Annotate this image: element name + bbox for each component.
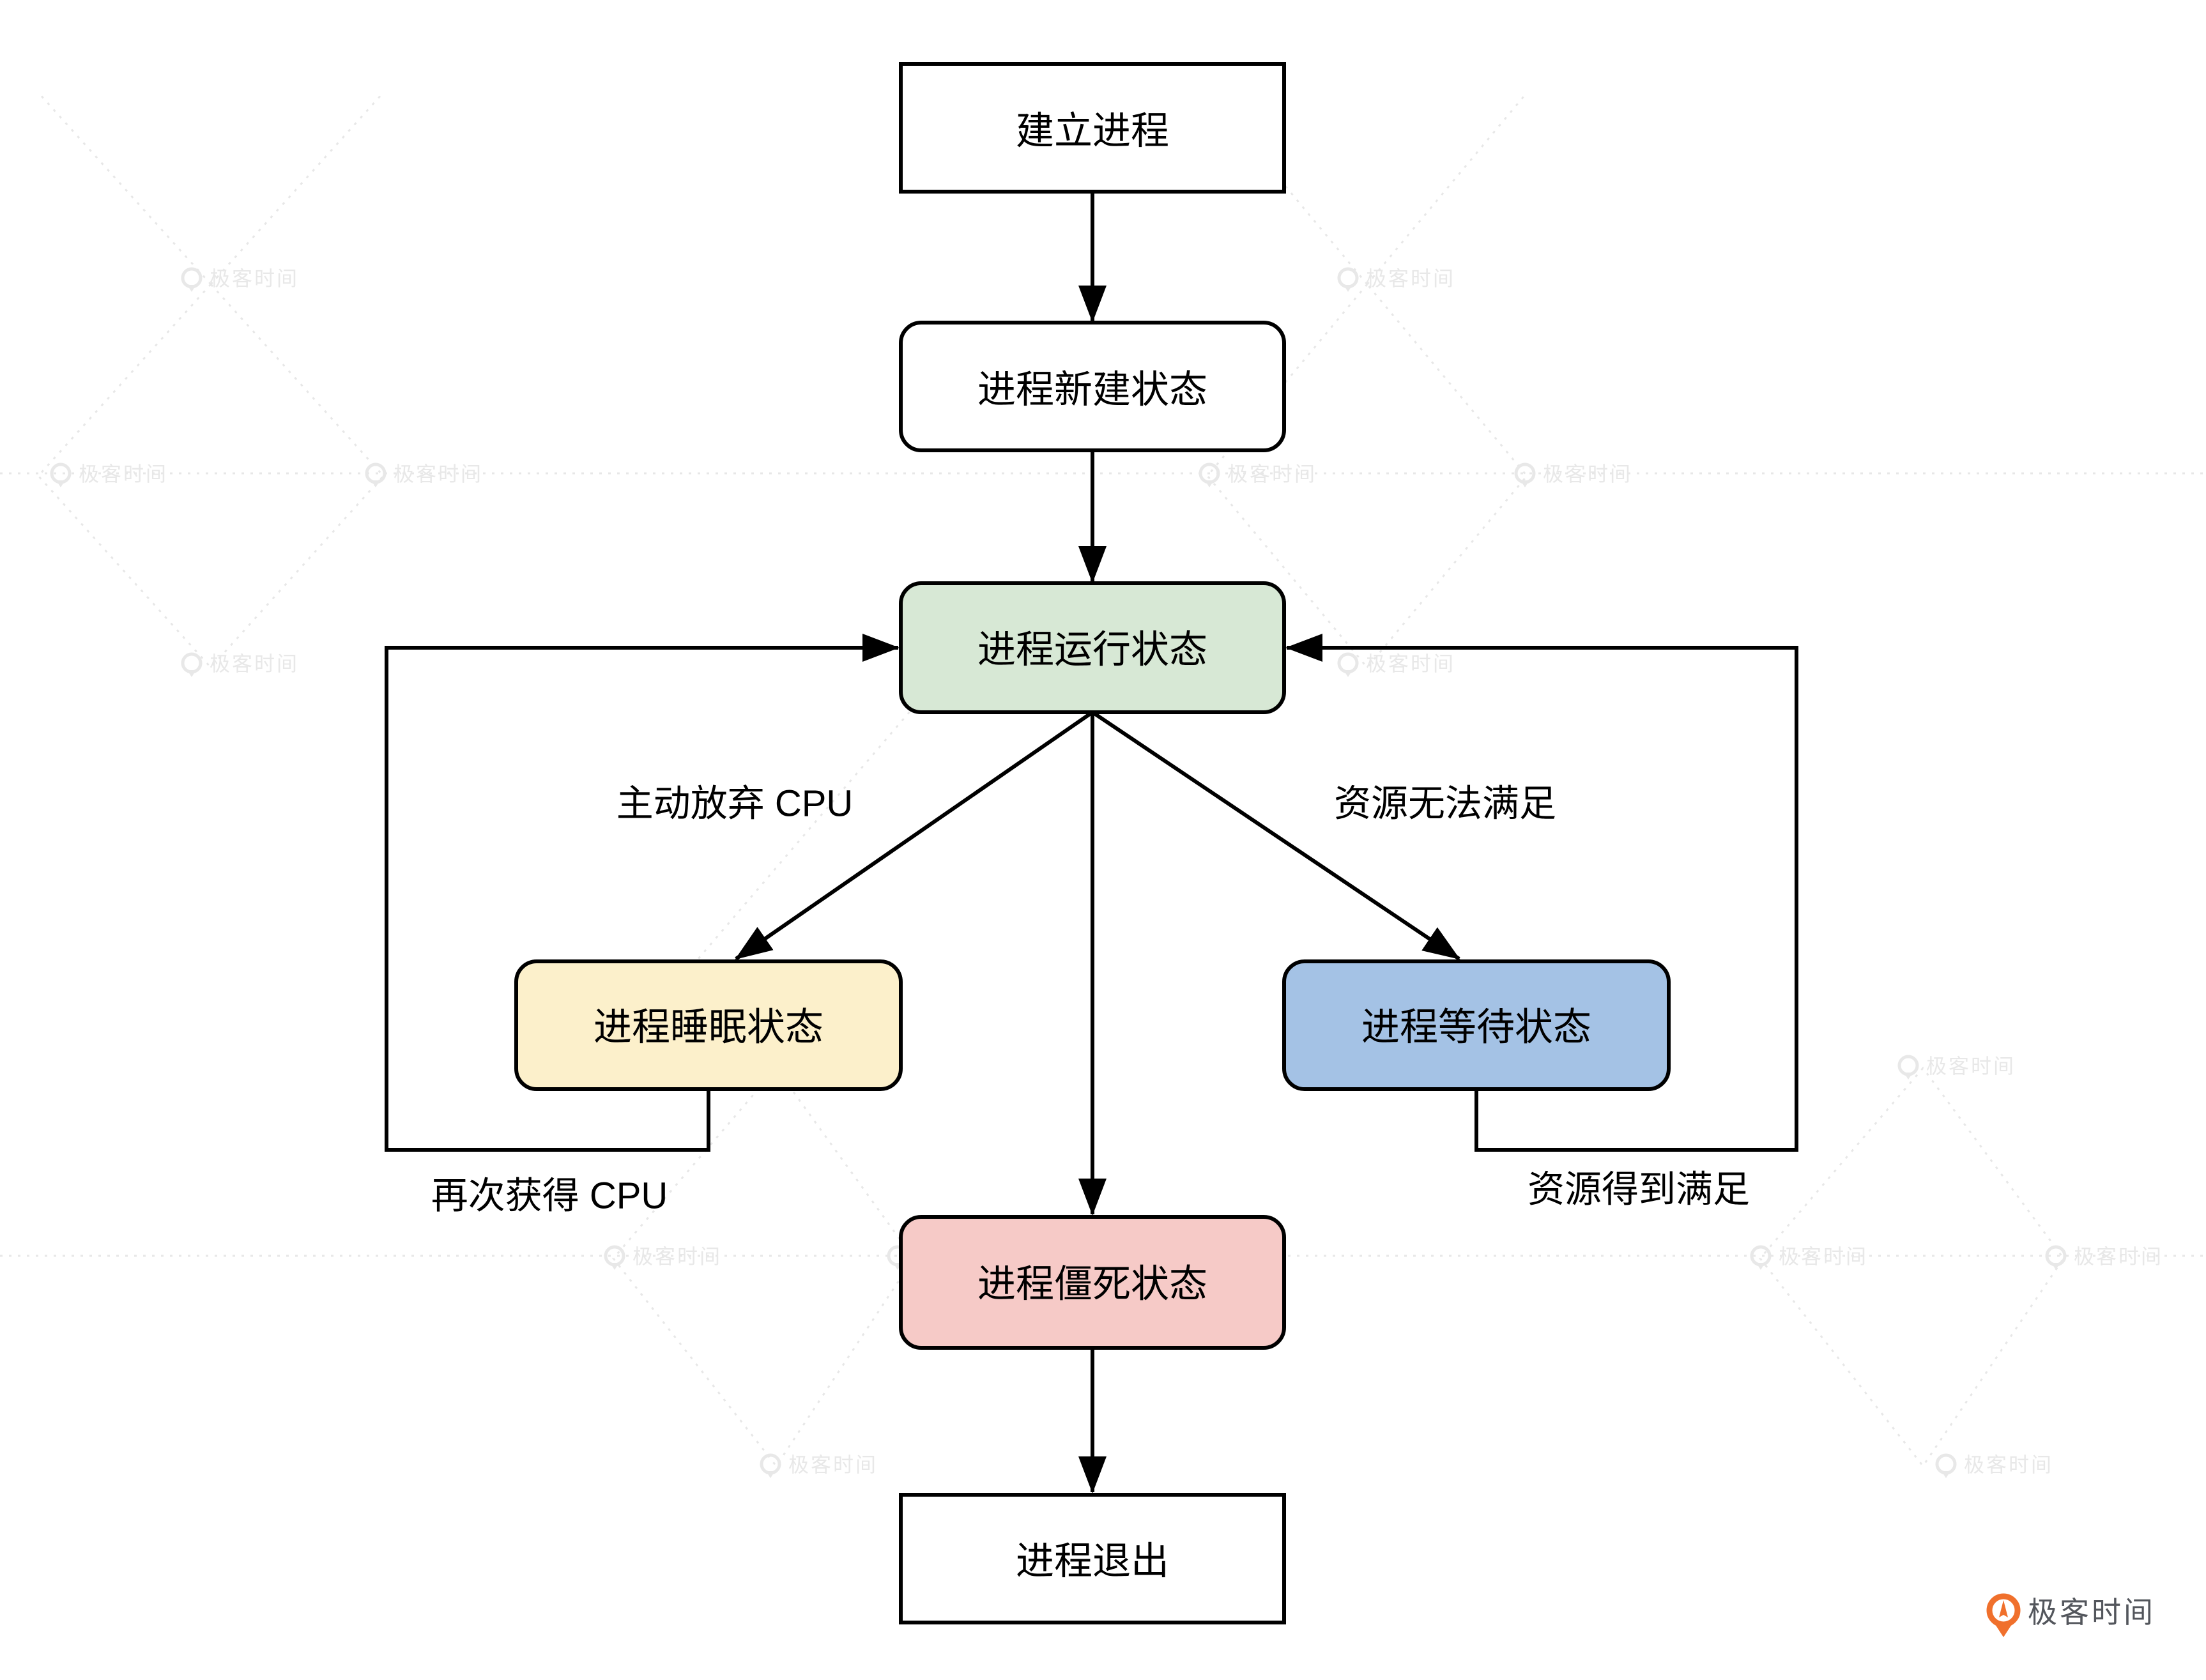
watermark-logo-tail <box>187 285 196 292</box>
geektime-logo-text: 极客时间 <box>2028 1596 2156 1629</box>
edge-label-resource-unavailable: 资源无法满足 <box>1334 783 1556 825</box>
watermark: 极客时间 <box>1337 652 1455 677</box>
geektime-logo: 极客时间 <box>1986 1593 2156 1637</box>
watermark-logo-icon <box>181 267 203 289</box>
node-process-exit: 进程退出 <box>899 1493 1286 1624</box>
watermark-logo-tail <box>2051 1263 2060 1270</box>
node-label: 建立进程 <box>1016 110 1169 153</box>
watermark-logo-tail <box>1205 480 1214 487</box>
watermark-logo-tail <box>766 1471 775 1478</box>
watermark: 极客时间 <box>181 267 299 292</box>
node-label: 进程僵死状态 <box>977 1263 1207 1306</box>
edge-running-to-sleep <box>735 710 1094 961</box>
watermark-logo-tail <box>1942 1471 1950 1478</box>
node-running-state: 进程运行状态 <box>899 581 1286 714</box>
watermark: 极客时间 <box>1514 462 1632 487</box>
dotted-diagonal <box>37 91 212 286</box>
watermark-text: 极客时间 <box>1779 1245 1868 1268</box>
watermark-logo-icon <box>1935 1453 1957 1475</box>
node-new-state: 进程新建状态 <box>899 321 1286 452</box>
dotted-diagonal <box>210 91 385 286</box>
watermark-logo-tail <box>187 670 196 677</box>
edge-labels: 主动放弃 CPU 资源无法满足 再次获得 CPU 资源得到满足 <box>431 783 1750 1217</box>
watermark: 极客时间 <box>1337 267 1455 292</box>
watermark-text: 极客时间 <box>1543 462 1632 485</box>
edge-wait-to-running <box>1285 634 1798 1152</box>
watermark-text: 极客时间 <box>1964 1453 2053 1476</box>
edge-label-give-up-cpu: 主动放弃 CPU <box>617 783 854 825</box>
edges <box>385 192 1798 1493</box>
watermark-logo-icon <box>760 1453 781 1475</box>
watermark: 极客时间 <box>604 1245 722 1270</box>
geektime-logo-pin-tail <box>1994 1623 2013 1637</box>
watermark-text: 极客时间 <box>394 462 483 485</box>
watermark-text: 极客时间 <box>79 462 168 485</box>
node-wait-state: 进程等待状态 <box>1282 959 1671 1091</box>
edge-running-to-wait <box>1091 710 1460 961</box>
watermark-logo-icon <box>1337 267 1359 289</box>
dotted-diamond <box>36 282 385 669</box>
watermark-logo-tail <box>1344 285 1352 292</box>
watermark: 极客时间 <box>1199 462 1317 487</box>
watermark: 极客时间 <box>365 462 483 487</box>
node-label: 进程新建状态 <box>977 369 1207 411</box>
watermark-text: 极客时间 <box>788 1453 878 1476</box>
dotted-diagonal <box>606 684 934 1066</box>
node-label: 进程等待状态 <box>1361 1006 1591 1049</box>
watermark: 极客时间 <box>1897 1055 2016 1080</box>
watermark-text: 极客时间 <box>1926 1055 2016 1078</box>
watermark-logo-icon <box>1897 1055 1919 1076</box>
node-create-process: 建立进程 <box>899 62 1286 194</box>
nodes: 建立进程 进程新建状态 进程运行状态 进程睡眠状态 进程等待状态 进程僵死状态 … <box>514 62 1671 1624</box>
watermark-logo-tail <box>1904 1073 1913 1080</box>
watermark: 极客时间 <box>2045 1245 2163 1270</box>
watermark-text: 极客时间 <box>632 1245 722 1268</box>
watermark-text: 极客时间 <box>1366 267 1455 290</box>
dotted-diamond <box>612 1066 915 1468</box>
watermark-logo-icon <box>181 652 203 674</box>
watermark-text: 极客时间 <box>1366 652 1455 675</box>
watermark-logo-tail <box>1344 670 1352 677</box>
watermark-text: 极客时间 <box>2074 1245 2163 1268</box>
watermark: 极客时间 <box>1750 1245 1868 1270</box>
dotted-diagonal <box>1366 92 1528 285</box>
watermark-logo-tail <box>56 480 65 487</box>
node-zombie-state: 进程僵死状态 <box>899 1215 1286 1350</box>
watermark-logo-tail <box>371 480 380 487</box>
watermark: 极客时间 <box>50 462 168 487</box>
watermark: 极客时间 <box>1935 1453 2053 1478</box>
watermark-logo-icon <box>1337 652 1359 674</box>
edge-sleep-to-running <box>385 634 900 1152</box>
watermark-text: 极客时间 <box>210 652 299 675</box>
watermark-logo-tail <box>1756 1263 1765 1270</box>
node-label: 进程退出 <box>1016 1540 1169 1583</box>
watermark-text: 极客时间 <box>1227 462 1317 485</box>
edge-label-resource-satisfied: 资源得到满足 <box>1528 1169 1750 1210</box>
node-label: 进程睡眠状态 <box>594 1006 823 1049</box>
edge-label-regain-cpu: 再次获得 CPU <box>431 1175 668 1217</box>
node-sleep-state: 进程睡眠状态 <box>514 959 903 1091</box>
watermark: 极客时间 <box>181 652 299 677</box>
node-label: 进程运行状态 <box>977 629 1207 671</box>
watermark-text: 极客时间 <box>210 267 299 290</box>
watermark: 极客时间 <box>760 1453 878 1478</box>
watermark-logo-tail <box>610 1263 619 1270</box>
watermark-logo-tail <box>1520 480 1529 487</box>
geektime-logo-needle <box>1999 1600 2008 1617</box>
